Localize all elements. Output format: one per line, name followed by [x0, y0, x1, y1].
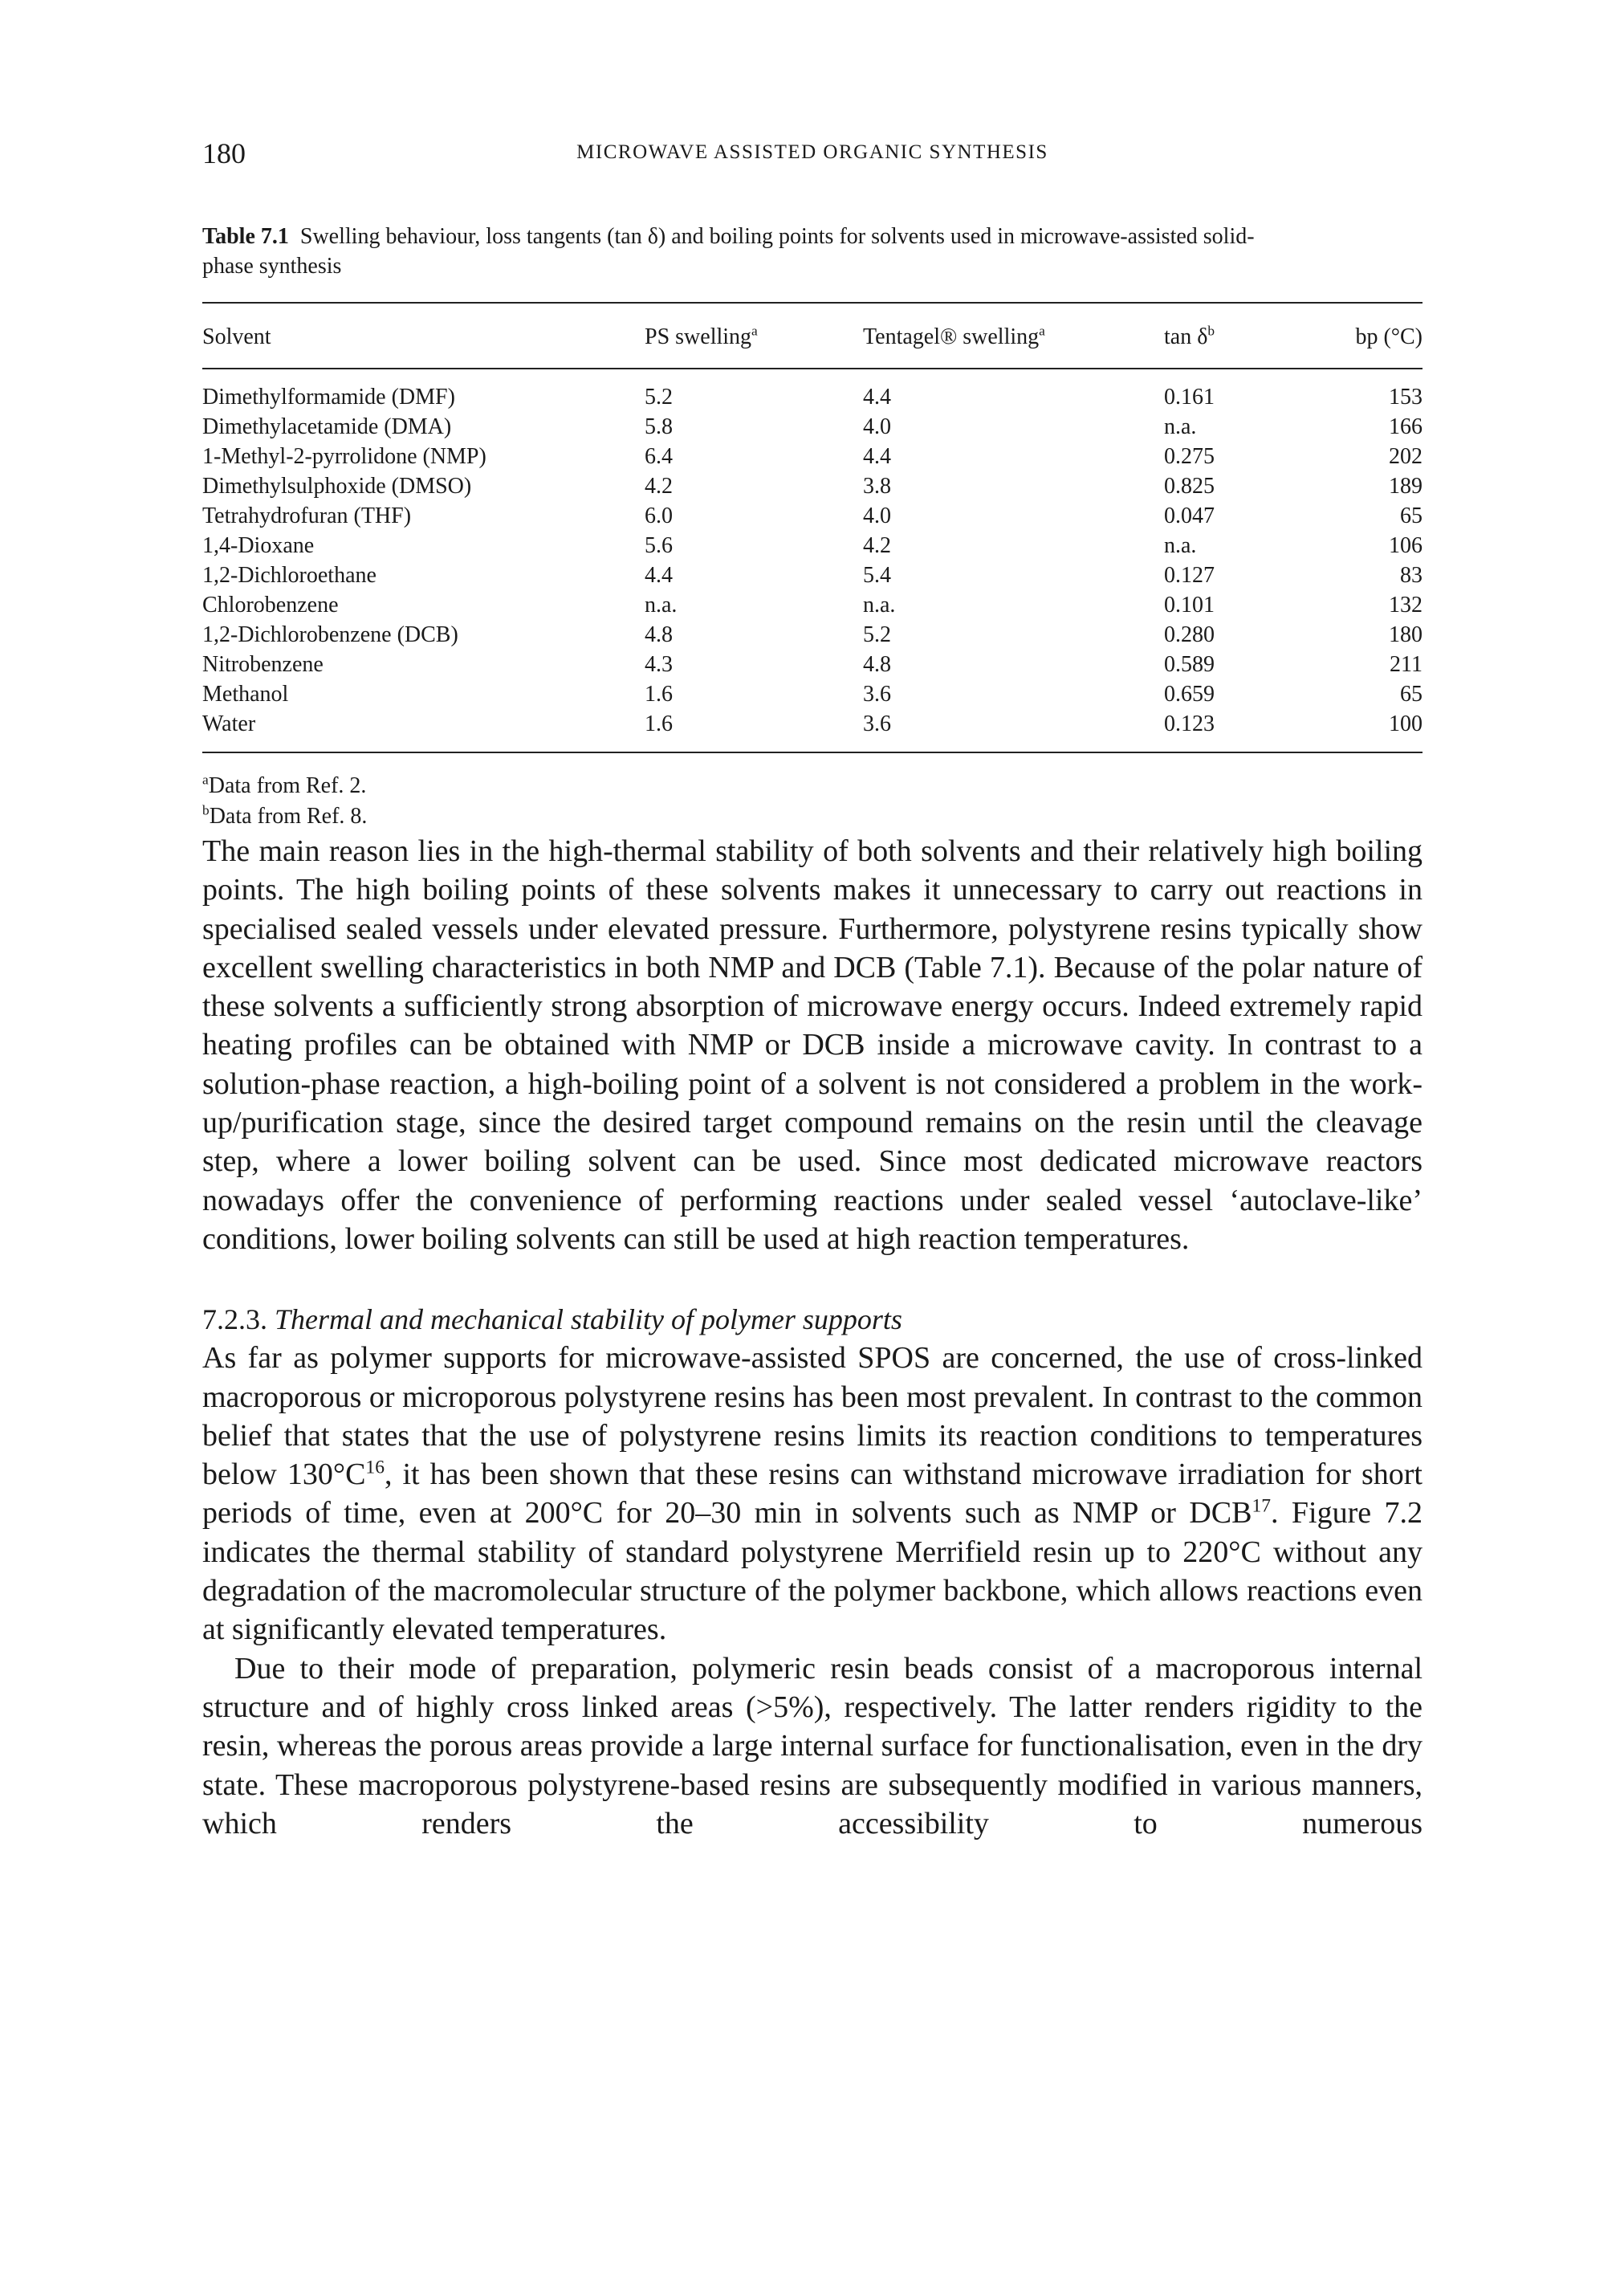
- cell-tentagel-swelling: 5.4: [863, 563, 891, 588]
- body-paragraph: The main reason lies in the high-thermal…: [202, 834, 1423, 1256]
- table-row: 1,2-Dichlorobenzene (DCB) 4.8 5.2 0.280 180: [202, 620, 1423, 650]
- cell-solvent: 1,2-Dichlorobenzene (DCB): [202, 622, 458, 647]
- cell-tan-delta: n.a.: [1164, 533, 1197, 558]
- cell-ps-swelling: 5.2: [645, 385, 673, 410]
- cell-ps-swelling: 4.2: [645, 474, 673, 499]
- cell-ps-swelling: 1.6: [645, 682, 673, 707]
- column-header-ps-swelling: PS swellinga: [645, 302, 863, 369]
- cell-bp: 132: [1389, 593, 1423, 618]
- cell-tan-delta: n.a.: [1164, 414, 1197, 439]
- cell-ps-swelling: 5.6: [645, 533, 673, 558]
- reference-marker: 17: [1252, 1495, 1272, 1517]
- cell-solvent: 1-Methyl-2-pyrrolidone (NMP): [202, 444, 486, 469]
- body-paragraph: Due to their mode of preparation, polyme…: [202, 1651, 1423, 1840]
- body-paragraph: As far as polymer supports for microwave…: [202, 1341, 1423, 1647]
- running-title: MICROWAVE ASSISTED ORGANIC SYNTHESIS: [576, 141, 1048, 163]
- cell-solvent: Dimethylformamide (DMF): [202, 385, 455, 410]
- cell-ps-swelling: 5.8: [645, 414, 673, 439]
- table-caption-label: Table 7.1: [202, 224, 289, 249]
- cell-solvent: Methanol: [202, 682, 289, 707]
- table-row: 1-Methyl-2-pyrrolidone (NMP) 6.4 4.4 0.275 2…: [202, 442, 1423, 471]
- book-page: 180 MICROWAVE ASSISTED ORGANIC SYNTHESIS…: [202, 137, 1423, 1843]
- cell-bp: 153: [1389, 385, 1423, 410]
- solvent-table: Solvent PS swellinga Tentagel® swellinga…: [202, 302, 1423, 753]
- cell-tentagel-swelling: n.a.: [863, 593, 896, 618]
- cell-tentagel-swelling: 3.6: [863, 682, 891, 707]
- cell-solvent: 1,4-Dioxane: [202, 533, 315, 558]
- cell-bp: 180: [1389, 622, 1423, 647]
- cell-tan-delta: 0.127: [1164, 563, 1215, 588]
- cell-tentagel-swelling: 4.0: [863, 503, 891, 528]
- cell-tentagel-swelling: 5.2: [863, 622, 891, 647]
- table-caption-text: Swelling behaviour, loss tangents (tan δ…: [202, 224, 1255, 279]
- footnote: aData from Ref. 2.: [202, 772, 367, 798]
- table-row: Chlorobenzene n.a. n.a. 0.101 132: [202, 590, 1423, 620]
- cell-ps-swelling: 4.4: [645, 563, 673, 588]
- cell-bp: 65: [1400, 503, 1423, 528]
- cell-ps-swelling: n.a.: [645, 593, 678, 618]
- cell-tan-delta: 0.123: [1164, 709, 1310, 753]
- section-heading: 7.2.3. Thermal and mechanical stability …: [202, 1300, 1423, 1339]
- cell-tentagel-swelling: 3.6: [863, 709, 1164, 753]
- cell-tentagel-swelling: 3.8: [863, 474, 891, 499]
- table-row: 1,4-Dioxane 5.6 4.2 n.a. 106: [202, 531, 1423, 561]
- cell-bp: 106: [1389, 533, 1423, 558]
- cell-bp: 166: [1389, 414, 1423, 439]
- cell-solvent: Chlorobenzene: [202, 593, 339, 618]
- cell-tan-delta: 0.825: [1164, 474, 1215, 499]
- cell-solvent: Tetrahydrofuran (THF): [202, 503, 412, 528]
- section-title: Thermal and mechanical stability of poly…: [275, 1303, 902, 1336]
- cell-ps-swelling: 6.0: [645, 503, 673, 528]
- table-row: Nitrobenzene 4.3 4.8 0.589 211: [202, 650, 1423, 679]
- cell-solvent: Nitrobenzene: [202, 652, 324, 677]
- page-number: 180: [202, 137, 246, 169]
- cell-tan-delta: 0.589: [1164, 652, 1215, 677]
- table-row: 1,2-Dichloroethane 4.4 5.4 0.127 83: [202, 561, 1423, 590]
- cell-tan-delta: 0.101: [1164, 593, 1215, 618]
- section-number: 7.2.3.: [202, 1303, 267, 1336]
- cell-tan-delta: 0.047: [1164, 503, 1215, 528]
- cell-solvent: 1,2-Dichloroethane: [202, 563, 376, 588]
- cell-solvent: Dimethylacetamide (DMA): [202, 414, 452, 439]
- cell-ps-swelling: 1.6: [645, 709, 863, 753]
- cell-tan-delta: 0.280: [1164, 622, 1215, 647]
- reference-marker: 16: [365, 1457, 385, 1478]
- table-footnotes: aData from Ref. 2. bData from Ref. 8.: [202, 771, 1423, 832]
- table-row: Dimethylacetamide (DMA) 5.8 4.0 n.a. 166: [202, 412, 1423, 442]
- table-row: Dimethylsulphoxide (DMSO) 4.2 3.8 0.825 189: [202, 471, 1423, 501]
- cell-bp: 189: [1389, 474, 1423, 499]
- cell-tan-delta: 0.659: [1164, 682, 1215, 707]
- footnote: bData from Ref. 8.: [202, 802, 368, 829]
- cell-tentagel-swelling: 4.2: [863, 533, 891, 558]
- running-head: 180 MICROWAVE ASSISTED ORGANIC SYNTHESIS: [202, 137, 1423, 181]
- cell-ps-swelling: 6.4: [645, 444, 673, 469]
- body-text: The main reason lies in the high-thermal…: [202, 832, 1423, 1843]
- cell-ps-swelling: 4.3: [645, 652, 673, 677]
- cell-tentagel-swelling: 4.0: [863, 414, 891, 439]
- column-header-tentagel-swelling: Tentagel® swellinga: [863, 302, 1164, 369]
- cell-ps-swelling: 4.8: [645, 622, 673, 647]
- table-header-row: Solvent PS swellinga Tentagel® swellinga…: [202, 302, 1423, 369]
- cell-bp: 100: [1310, 709, 1423, 753]
- cell-bp: 211: [1390, 652, 1423, 677]
- cell-bp: 202: [1389, 444, 1423, 469]
- cell-bp: 65: [1400, 682, 1423, 707]
- cell-tan-delta: 0.161: [1164, 385, 1215, 410]
- cell-solvent: Dimethylsulphoxide (DMSO): [202, 474, 472, 499]
- cell-tan-delta: 0.275: [1164, 444, 1215, 469]
- table-row: Methanol 1.6 3.6 0.659 65: [202, 679, 1423, 709]
- table-row: Dimethylformamide (DMF) 5.2 4.4 0.161 153: [202, 369, 1423, 412]
- cell-tentagel-swelling: 4.4: [863, 444, 891, 469]
- table-row: Tetrahydrofuran (THF) 6.0 4.0 0.047 65: [202, 501, 1423, 531]
- column-header-tan-delta: tan δb: [1164, 302, 1310, 369]
- column-header-solvent: Solvent: [202, 302, 645, 369]
- cell-solvent: Water: [202, 709, 645, 753]
- cell-bp: 83: [1400, 563, 1423, 588]
- column-header-bp: bp (°C): [1310, 302, 1423, 369]
- cell-tentagel-swelling: 4.8: [863, 652, 891, 677]
- cell-tentagel-swelling: 4.4: [863, 385, 891, 410]
